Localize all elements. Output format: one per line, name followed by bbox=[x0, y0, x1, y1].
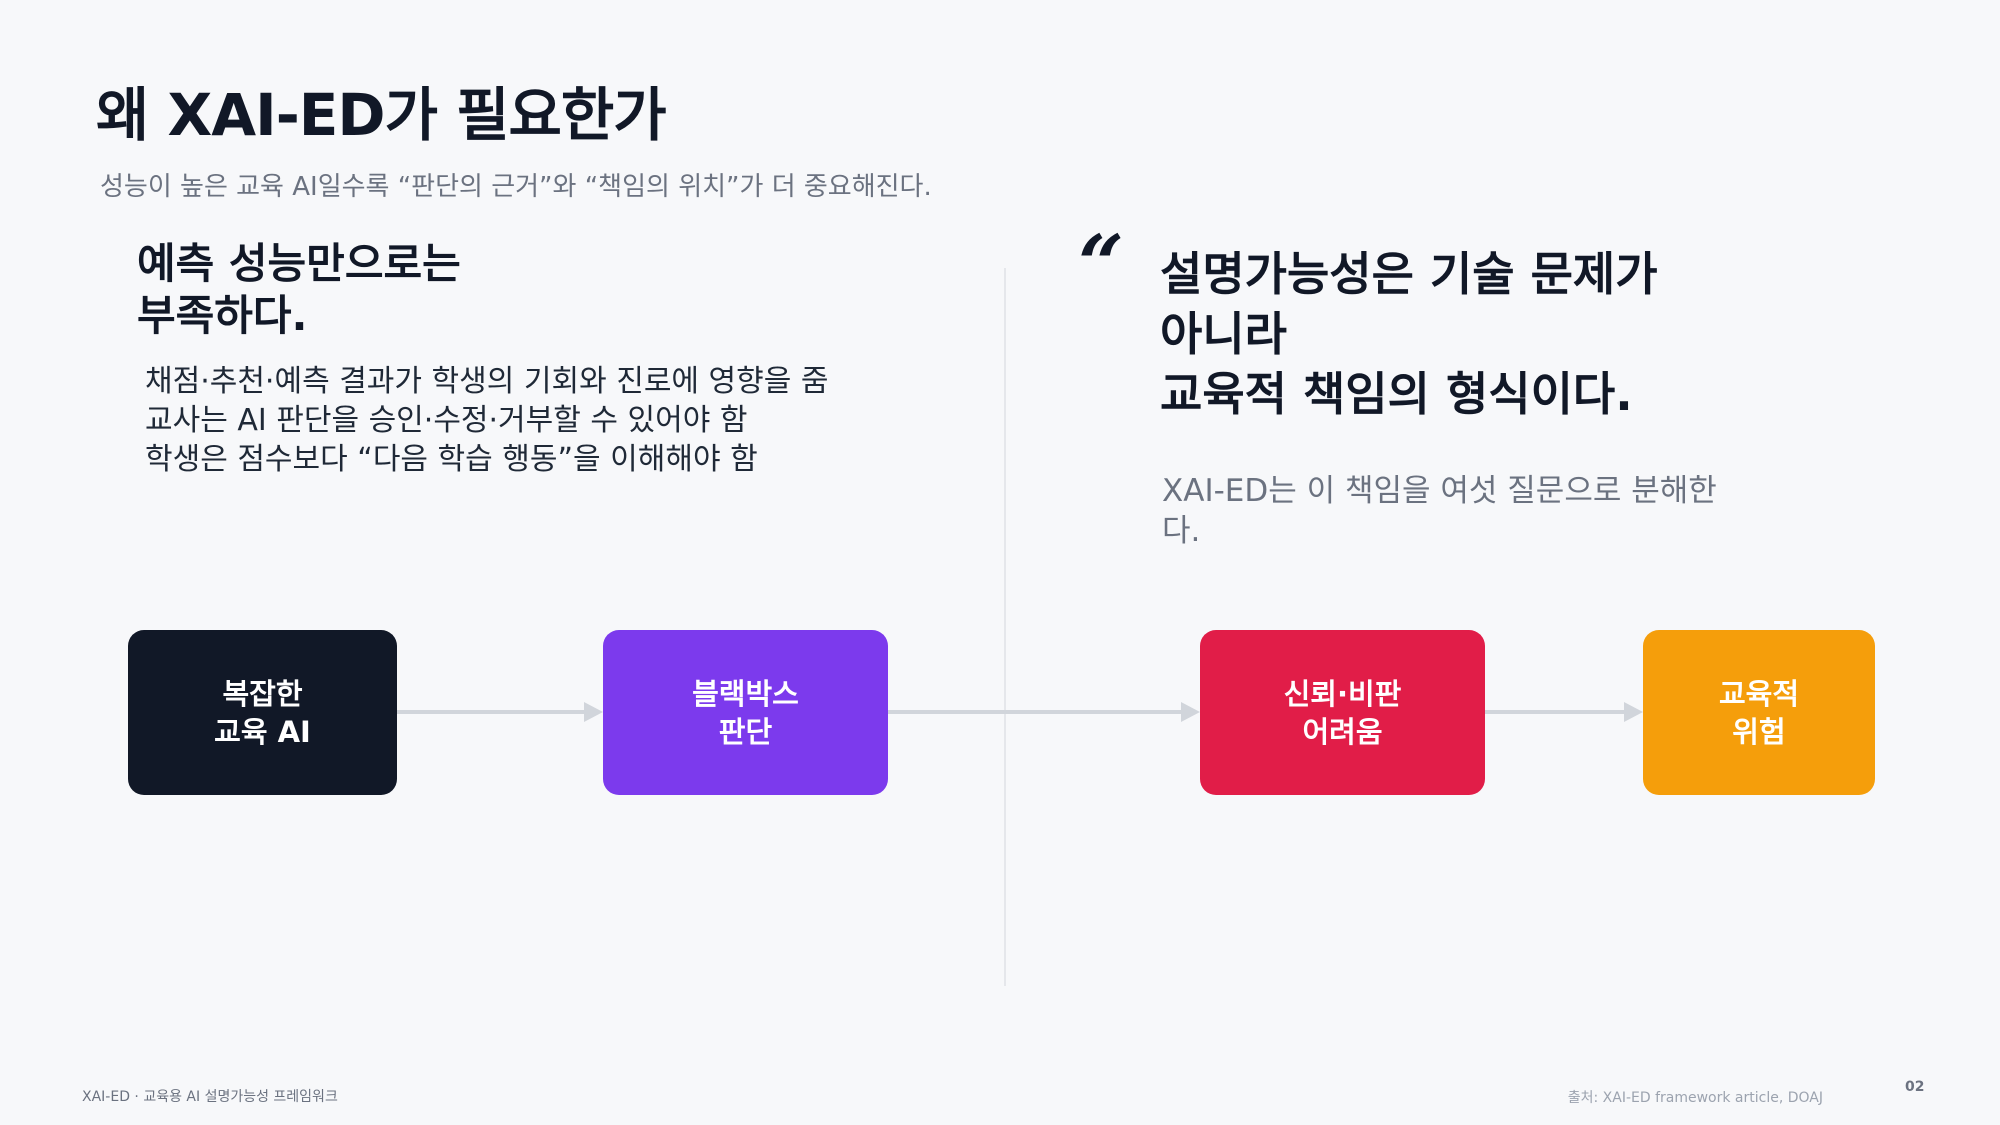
flow-box-line: 위험 bbox=[1732, 714, 1786, 749]
flow-box-line: 어려움 bbox=[1302, 714, 1383, 749]
flow-box-complex-ai: 복잡한 교육 AI bbox=[128, 630, 397, 795]
arrow-right-icon bbox=[1624, 702, 1643, 722]
quote-line: 설명가능성은 기술 문제가 bbox=[1160, 247, 1658, 301]
arrow-right-icon bbox=[584, 702, 603, 722]
flow-box-line: 복잡한 bbox=[222, 676, 303, 711]
quote-line: 아니라 bbox=[1160, 307, 1287, 361]
right-quote: 설명가능성은 기술 문제가 아니라 교육적 책임의 형식이다. bbox=[1160, 244, 1780, 424]
page-number: 02 bbox=[1905, 1079, 1925, 1095]
slide-subtitle: 성능이 높은 교육 AI일수록 “판단의 근거”와 “책임의 위치”가 더 중요… bbox=[100, 172, 932, 202]
flow-box-line: 블랙박스 bbox=[692, 676, 799, 711]
vertical-divider bbox=[1004, 268, 1006, 986]
flow-box-line: 교육적 bbox=[1718, 676, 1800, 711]
footer-label: XAI-ED · 교육용 AI 설명가능성 프레임워크 bbox=[82, 1089, 338, 1105]
left-heading-line: 예측 성능만으로는 bbox=[137, 239, 461, 288]
quote-mark-icon: “ bbox=[1078, 217, 1125, 311]
left-bullet-list: 채점·추천·예측 결과가 학생의 기회와 진로에 영향을 줌 교사는 AI 판단… bbox=[145, 362, 905, 479]
quote-line: 교육적 책임의 형식이다. bbox=[1160, 367, 1633, 421]
footer-source: 출처: XAI-ED framework article, DOAJ bbox=[1567, 1090, 1823, 1106]
flow-box-line: 판단 bbox=[718, 714, 773, 749]
flow-box-line: 교육 AI bbox=[214, 714, 311, 749]
flow-box-line: 신뢰·비판 bbox=[1283, 676, 1402, 711]
arrow-right-icon bbox=[1181, 702, 1200, 722]
slide-title: 왜 XAI-ED가 필요한가 bbox=[96, 81, 667, 149]
left-heading-line: 부족하다. bbox=[137, 291, 308, 340]
flow-box-educational-risk: 교육적 위험 bbox=[1643, 630, 1875, 795]
list-item: 채점·추천·예측 결과가 학생의 기회와 진로에 영향을 줌 bbox=[145, 364, 829, 399]
right-note: XAI-ED는 이 책임을 여섯 질문으로 분해한다. bbox=[1162, 473, 1717, 549]
flow-box-black-box: 블랙박스 판단 bbox=[603, 630, 888, 795]
flow-box-trust-difficulty: 신뢰·비판 어려움 bbox=[1200, 630, 1485, 795]
list-item: 교사는 AI 판단을 승인·수정·거부할 수 있어야 함 bbox=[145, 403, 748, 438]
left-heading: 예측 성능만으로는 부족하다. bbox=[137, 238, 657, 342]
list-item: 학생은 점수보다 “다음 학습 행동”을 이해해야 함 bbox=[145, 442, 758, 477]
